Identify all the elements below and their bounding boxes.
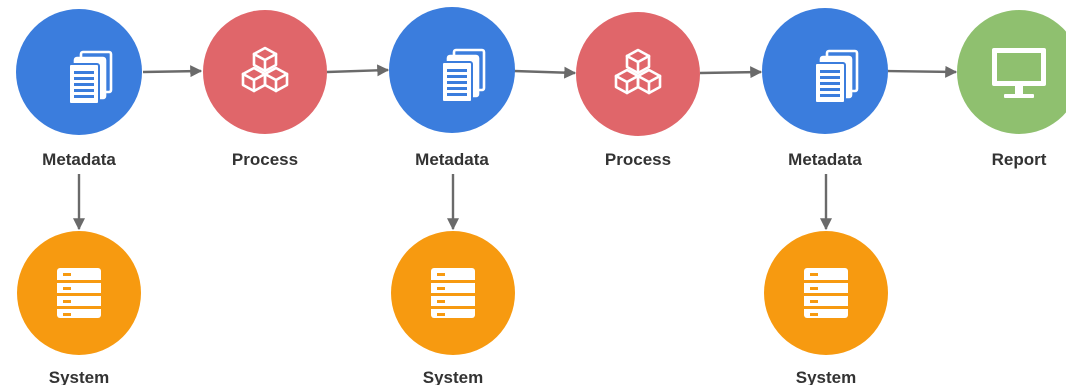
node-system-3[interactable]: System [764,231,888,385]
documents-icon [813,49,859,105]
server-icon [428,268,478,318]
server-icon [54,268,104,318]
node-system-2[interactable]: System [391,231,515,385]
process-label: Process [605,150,671,169]
documents-icon [67,50,113,106]
edge-process2-metadata3 [699,66,763,79]
metadata-label: Metadata [415,150,489,169]
node-metadata-3[interactable]: Metadata [762,8,888,169]
report-label: Report [992,150,1047,169]
edge-metadata3-report [887,65,958,78]
system-label: System [423,368,483,385]
documents-icon [440,48,486,104]
connectors [73,64,958,231]
node-system-1[interactable]: System [17,231,141,385]
edge-metadata1-process1 [142,65,203,78]
node-process-2[interactable]: Process [576,12,700,169]
node-report[interactable]: Report [957,10,1066,169]
node-metadata-2[interactable]: Metadata [389,7,515,169]
metadata-label: Metadata [788,150,862,169]
system-label: System [796,368,856,385]
server-icon [801,268,851,318]
node-process-1[interactable]: Process [203,10,327,169]
process-label: Process [232,150,298,169]
system-label: System [49,368,109,385]
node-metadata-1[interactable]: Metadata [16,9,142,169]
edge-process1-metadata2 [326,64,390,77]
metadata-label: Metadata [42,150,116,169]
edge-metadata2-process2 [513,66,577,79]
